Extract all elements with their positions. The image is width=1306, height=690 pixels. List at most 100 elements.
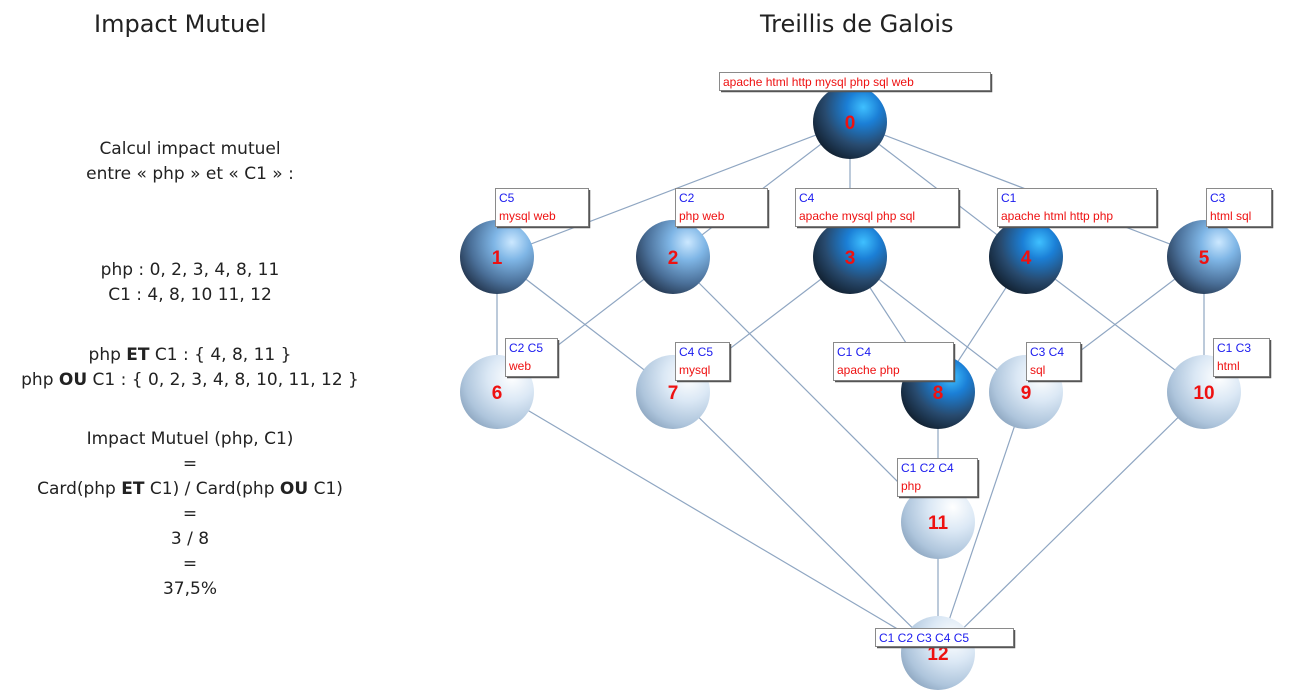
lattice-edge-7-12 xyxy=(672,391,939,654)
node-intent: apache html http mysql php sql web xyxy=(723,75,914,89)
label-shadow xyxy=(1215,340,1272,379)
node-extent: C1 C2 C4 xyxy=(901,461,954,475)
intersection-pre: php xyxy=(88,345,127,365)
calc-heading-line1: Calcul impact mutuel xyxy=(99,139,281,159)
node-label-0: apache html http mysql php sql web xyxy=(719,72,993,93)
label-shadow xyxy=(899,460,980,499)
php-set: php : 0, 2, 3, 4, 8, 11 xyxy=(100,260,280,280)
node-extent: C2 C5 xyxy=(509,341,543,355)
label-box xyxy=(795,188,959,227)
node-extent: C1 C2 C3 C4 C5 xyxy=(879,631,969,645)
label-shadow xyxy=(835,344,956,383)
equals-3: = xyxy=(182,554,198,574)
label-shadow xyxy=(677,344,732,383)
node-number: 12 xyxy=(927,644,948,665)
equals-1: = xyxy=(182,454,198,474)
union-line: php OU C1 : { 0, 2, 3, 4, 8, 10, 11, 12 … xyxy=(0,368,380,393)
label-shadow xyxy=(677,190,770,229)
label-shadow xyxy=(877,630,1016,649)
lattice-edge-2-11 xyxy=(672,256,939,523)
node-intent: mysql web xyxy=(499,209,556,223)
formula-title: Impact Mutuel (php, C1) xyxy=(86,429,294,449)
node-number: 8 xyxy=(933,383,944,404)
node-number: 6 xyxy=(492,383,503,404)
lattice-node-5[interactable]: 5 xyxy=(1167,220,1241,294)
node-intent: html sql xyxy=(1210,209,1251,223)
node-sphere xyxy=(813,85,887,159)
label-box xyxy=(875,628,1014,647)
node-number: 11 xyxy=(928,513,949,534)
label-box xyxy=(675,342,730,381)
union-pre: php xyxy=(21,370,59,390)
node-extent: C2 xyxy=(679,191,695,205)
node-extent: C1 C3 xyxy=(1217,341,1251,355)
union-post: C1 : { 0, 2, 3, 4, 8, 10, 11, 12 } xyxy=(87,370,359,390)
label-box xyxy=(505,338,558,377)
node-label-11: C1 C2 C4 php xyxy=(897,458,980,499)
lattice-edge-6-12 xyxy=(496,391,939,654)
node-intent: apache html http php xyxy=(1001,209,1113,223)
lattice-edge-9-12 xyxy=(937,391,1027,654)
node-intent: php web xyxy=(679,209,725,223)
right-title: Treillis de Galois xyxy=(760,10,954,38)
node-number: 7 xyxy=(668,383,679,404)
formula-c: C1) xyxy=(308,479,343,499)
node-intent: html xyxy=(1217,359,1240,373)
formula-a: Card(php xyxy=(37,479,122,499)
formula-op1: ET xyxy=(121,479,145,499)
node-intent: apache php xyxy=(837,363,900,377)
node-label-3: C4 apache mysql php sql xyxy=(795,188,961,229)
label-box xyxy=(1213,338,1270,377)
lattice-node-3[interactable]: 3 xyxy=(813,220,887,294)
node-sphere xyxy=(1167,220,1241,294)
fraction-value: 3 / 8 xyxy=(170,529,210,549)
label-box xyxy=(719,72,991,91)
formula-b: C1) / Card(php xyxy=(144,479,280,499)
formula-line: Card(php ET C1) / Card(php OU C1) xyxy=(0,477,380,502)
label-box xyxy=(1206,188,1272,227)
node-number: 4 xyxy=(1021,248,1032,269)
node-intent: apache mysql php sql xyxy=(799,209,915,223)
union-op: OU xyxy=(58,370,88,390)
lattice-edge-10-12 xyxy=(937,391,1205,654)
label-shadow xyxy=(507,340,560,379)
lattice-node-2[interactable]: 2 xyxy=(636,220,710,294)
lattice-node-4[interactable]: 4 xyxy=(989,220,1063,294)
node-number: 0 xyxy=(845,113,856,134)
node-number: 1 xyxy=(492,248,503,269)
label-box xyxy=(833,342,954,381)
lattice-node-12[interactable]: 12 xyxy=(901,616,975,690)
node-label-12: C1 C2 C3 C4 C5 xyxy=(875,628,1016,649)
label-box xyxy=(1026,342,1081,381)
label-shadow xyxy=(999,190,1159,229)
lattice-node-1[interactable]: 1 xyxy=(460,220,534,294)
intersection-op: ET xyxy=(126,345,150,365)
node-extent: C3 xyxy=(1210,191,1226,205)
result-value: 37,5% xyxy=(162,579,217,599)
node-number: 2 xyxy=(668,248,679,269)
node-intent: php xyxy=(901,479,921,493)
intersection-post: C1 : { 4, 8, 11 } xyxy=(149,345,292,365)
node-sphere xyxy=(901,485,975,559)
node-label-5: C3 html sql xyxy=(1206,188,1274,229)
node-extent: C5 xyxy=(499,191,515,205)
label-shadow xyxy=(1208,190,1274,229)
intersection-line: php ET C1 : { 4, 8, 11 } xyxy=(0,343,380,368)
lattice-edge-0-1 xyxy=(496,121,851,258)
node-extent: C4 C5 xyxy=(679,345,713,359)
lattice-node-0[interactable]: 0 xyxy=(813,85,887,159)
lattice-node-11[interactable]: 11 xyxy=(901,485,975,559)
left-title: Impact Mutuel xyxy=(94,10,267,38)
node-sphere xyxy=(989,220,1063,294)
node-extent: C4 xyxy=(799,191,815,205)
node-label-2: C2 php web xyxy=(675,188,770,229)
node-extent: C3 C4 xyxy=(1030,345,1064,359)
node-label-10: C1 C3 html xyxy=(1213,338,1272,379)
node-number: 3 xyxy=(845,248,856,269)
